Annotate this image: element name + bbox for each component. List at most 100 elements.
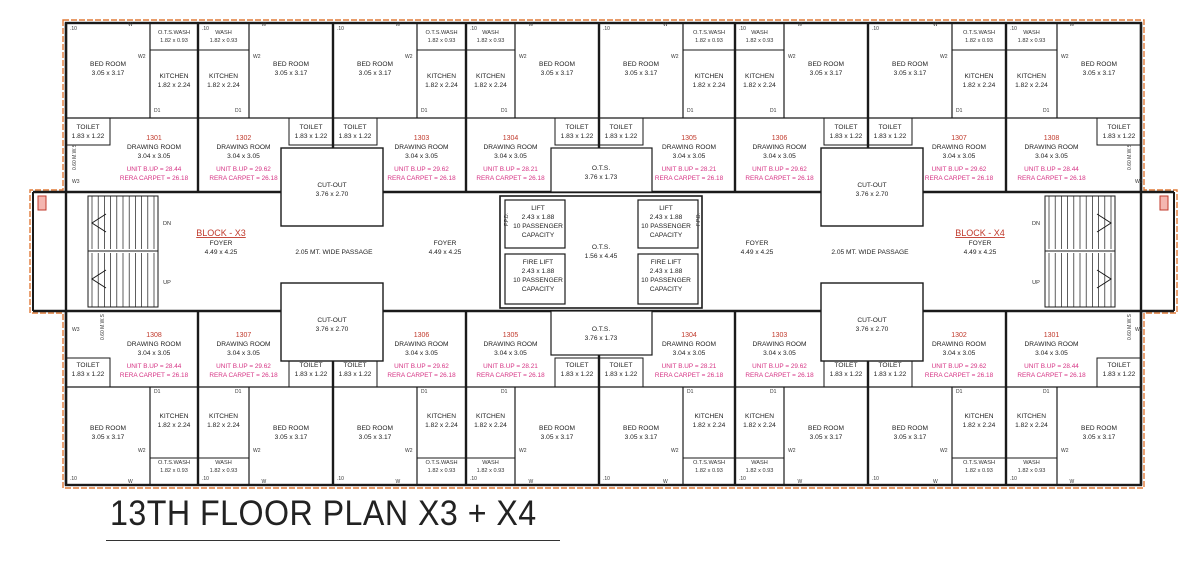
wash-b3-label: WASH: [482, 460, 499, 466]
toilet-box-b0: [65, 357, 111, 388]
drawing-room-t3-label: DRAWING ROOM: [484, 144, 538, 151]
unit-number-b1: 1307: [236, 332, 252, 339]
foyer-right-dims: 4.49 x 4.25: [964, 249, 997, 256]
drawing-room-t1-label: DRAWING ROOM: [217, 144, 271, 151]
cutout-bottom-right-label: CUT-OUT: [857, 317, 886, 324]
w3-marker-t0: W3: [72, 179, 80, 185]
stair-left-arrow-up: [91, 213, 107, 233]
toilet-box-b4: [598, 357, 644, 388]
unit-carpet-t0: RERA CARPET = 26.18: [120, 175, 189, 182]
fire-lift-left-dims: 2.43 x 1.88: [522, 268, 555, 275]
unit-carpet-t6: RERA CARPET = 26.18: [925, 175, 994, 182]
bedroom-b5-label: BED ROOM: [808, 425, 844, 432]
wash-t0-dims: 1.82 x 0.93: [160, 38, 188, 44]
unit-bup-b3: UNIT B.UP = 28.21: [483, 363, 538, 370]
drawing-room-t7-label: DRAWING ROOM: [1025, 144, 1079, 151]
kitchen-b1-dims: 1.82 x 2.24: [207, 422, 240, 429]
mws-bottom-left: 0.60 M.W.S: [100, 313, 106, 340]
bedroom-t7-label: BED ROOM: [1081, 61, 1117, 68]
kitchen-b4-dims: 1.82 x 2.24: [693, 422, 726, 429]
toilet-t6-dims: 1.83 x 1.22: [874, 133, 907, 140]
w3-marker-t7: W3: [1135, 179, 1143, 185]
toilet-t1-label: TOILET: [300, 124, 323, 131]
cutout-bottom-right-box: [820, 282, 924, 362]
kitchen-b1-label: KITCHEN: [209, 413, 238, 420]
foyer-center-right-label: FOYER: [746, 240, 769, 247]
dim-marker-b1: .10: [202, 476, 209, 482]
toilet-t7-dims: 1.83 x 1.22: [1103, 133, 1136, 140]
cutout-top-left-box: [280, 147, 384, 227]
kitchen-t3-label: KITCHEN: [476, 73, 505, 80]
wash-t1-dims: 1.82 x 0.93: [210, 38, 238, 44]
d1-marker-b6: D1: [956, 389, 963, 395]
unit-carpet-b2: RERA CARPET = 26.18: [387, 372, 456, 379]
toilet-t5-dims: 1.83 x 1.22: [830, 133, 863, 140]
toilet-box-t2: [332, 117, 378, 146]
kitchen-b4-label: KITCHEN: [695, 413, 724, 420]
fire-lift-left-label: FIRE LIFT: [523, 259, 553, 266]
d1-marker-t3: D1: [501, 108, 508, 114]
wash-b7-dims: 1.82 x 0.93: [1018, 468, 1046, 474]
drawing-room-b1-dims: 3.04 x 3.05: [227, 350, 260, 357]
d1-marker-b3: D1: [501, 389, 508, 395]
w-marker-t1: W: [262, 22, 267, 28]
unit-number-b4: 1304: [681, 332, 697, 339]
kitchen-t1-dims: 1.82 x 2.24: [207, 82, 240, 89]
kitchen-t0-dims: 1.82 x 2.24: [158, 82, 191, 89]
drawing-room-b2-dims: 3.04 x 3.05: [405, 350, 438, 357]
w2-marker-t2: W2: [405, 54, 413, 60]
drawing-room-t6-label: DRAWING ROOM: [932, 144, 986, 151]
toilet-b5-dims: 1.83 x 1.22: [830, 371, 863, 378]
w2-marker-b7: W2: [1061, 448, 1069, 454]
toilet-box-t7: [1096, 117, 1142, 146]
kitchen-t5-dims: 1.82 x 2.24: [743, 82, 776, 89]
w-marker-b5: W: [798, 479, 803, 485]
dim-marker-b6: .10: [872, 476, 879, 482]
bedroom-t2-dims: 3.05 x 3.17: [359, 70, 392, 77]
bedroom-t3-label: BED ROOM: [539, 61, 575, 68]
stair-right-up: UP: [1032, 280, 1040, 286]
toilet-box-t3: [554, 117, 600, 146]
drawing-room-t5-dims: 3.04 x 3.05: [763, 153, 796, 160]
d1-marker-t5: D1: [770, 108, 777, 114]
w-marker-b6: W: [933, 479, 938, 485]
unit-bup-t2: UNIT B.UP = 29.62: [394, 166, 449, 173]
unit-carpet-t4: RERA CARPET = 26.18: [655, 175, 724, 182]
passage-left-label: 2.05 MT. WIDE PASSAGE: [295, 249, 373, 256]
bedroom-t4-dims: 3.05 x 3.17: [625, 70, 658, 77]
toilet-t4-dims: 1.83 x 1.22: [605, 133, 638, 140]
lift-right-cap2: CAPACITY: [650, 232, 683, 239]
unit-carpet-b4: RERA CARPET = 26.18: [655, 372, 724, 379]
dim-marker-t1: .10: [202, 26, 209, 32]
drawing-room-t3-dims: 3.04 x 3.05: [494, 153, 527, 160]
lift-left-label: LIFT: [531, 205, 545, 212]
unit-number-b0: 1308: [146, 332, 162, 339]
lift-left-top: [504, 199, 566, 249]
d1-marker-t0: D1: [154, 108, 161, 114]
kitchen-b3-dims: 1.82 x 2.24: [474, 422, 507, 429]
lift-core: [499, 195, 703, 309]
toilet-b5-label: TOILET: [835, 362, 858, 369]
bedroom-b6-label: BED ROOM: [892, 425, 928, 432]
wash-b4-label: O.T.S.WASH: [693, 460, 725, 466]
bedroom-t5-dims: 3.05 x 3.17: [810, 70, 843, 77]
w-marker-t6: W: [933, 22, 938, 28]
toilet-t5-label: TOILET: [835, 124, 858, 131]
cutout-top-right-label: CUT-OUT: [857, 182, 886, 189]
drawing-room-t1-dims: 3.04 x 3.05: [227, 153, 260, 160]
wash-t7-dims: 1.82 x 0.93: [1018, 38, 1046, 44]
cutout-top-right-box: [820, 147, 924, 227]
kitchen-b0-dims: 1.82 x 2.24: [158, 422, 191, 429]
d1-marker-t7: D1: [1043, 108, 1050, 114]
wash-b6-label: O.T.S.WASH: [963, 460, 995, 466]
fire-lift-right-label: FIRE LIFT: [651, 259, 681, 266]
lift-right-label: LIFT: [659, 205, 673, 212]
kitchen-b2-label: KITCHEN: [427, 413, 456, 420]
drawing-room-t2-dims: 3.04 x 3.05: [405, 153, 438, 160]
unit-number-b6: 1302: [951, 332, 967, 339]
foyer-center-left-label: FOYER: [434, 240, 457, 247]
toilet-t0-dims: 1.83 x 1.22: [72, 133, 105, 140]
toilet-b1-label: TOILET: [300, 362, 323, 369]
cutout-top-left-dims: 3.76 x 2.70: [316, 191, 349, 198]
bedroom-b7-label: BED ROOM: [1081, 425, 1117, 432]
